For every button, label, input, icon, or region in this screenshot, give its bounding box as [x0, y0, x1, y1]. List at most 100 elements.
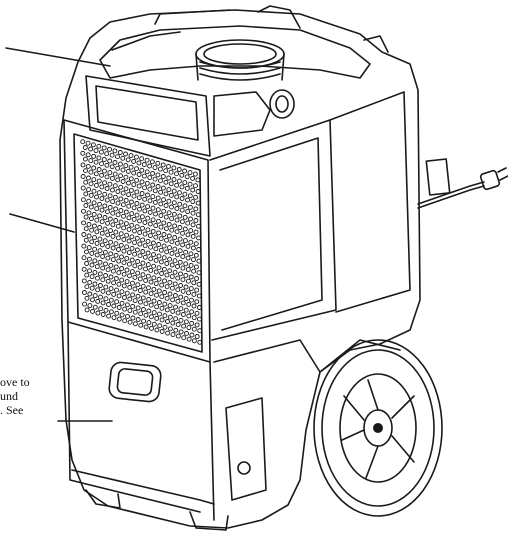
- grille-hole: [92, 235, 97, 241]
- unit-body-outline: [59, 9, 421, 529]
- grille-hole: [126, 238, 132, 244]
- grille-hole: [196, 305, 202, 310]
- grille-hole: [91, 153, 97, 159]
- grille-hole: [123, 174, 129, 180]
- grille-hole: [158, 247, 164, 253]
- grille-hole: [93, 171, 99, 177]
- grille-hole: [184, 330, 189, 336]
- grille-hole: [86, 210, 92, 216]
- grille-hole: [113, 206, 119, 212]
- grille-hole: [175, 322, 181, 327]
- grille-hole: [99, 172, 105, 178]
- grille-hole: [188, 251, 194, 257]
- grille-hole: [185, 220, 191, 226]
- grille-hole: [96, 155, 102, 161]
- grille-hole: [109, 175, 115, 181]
- grille-hole: [180, 242, 186, 248]
- grille-hole: [144, 157, 150, 163]
- grille-hole: [102, 191, 108, 197]
- grille-hole: [181, 323, 187, 329]
- grille-hole: [161, 220, 167, 226]
- grille-hole: [111, 315, 117, 321]
- grille-hole: [102, 249, 108, 255]
- grille-hole: [108, 262, 114, 268]
- grille-hole: [105, 232, 111, 238]
- grille-hole: [91, 200, 97, 206]
- grille-hole: [107, 146, 112, 152]
- grille-hole: [87, 291, 93, 297]
- grille-hole: [185, 255, 191, 261]
- grille-hole: [144, 169, 150, 175]
- grille-hole: [151, 321, 157, 327]
- grille-hole: [174, 206, 180, 211]
- grille-hole: [177, 236, 183, 242]
- grille-hole: [104, 162, 110, 168]
- grille-hole: [126, 261, 132, 267]
- grille-hole: [92, 281, 98, 287]
- grille-hole: [164, 284, 170, 290]
- grille-hole: [124, 267, 130, 273]
- grille-hole: [112, 183, 118, 189]
- grille-hole: [169, 204, 174, 210]
- grille-hole: [159, 294, 165, 300]
- grille-hole: [136, 172, 142, 177]
- grille-hole: [110, 268, 116, 274]
- grille-hole: [113, 241, 119, 247]
- grille-hole: [191, 338, 197, 344]
- grille-hole: [118, 208, 124, 213]
- grille-hole: [173, 327, 179, 333]
- grille-hole: [188, 286, 194, 292]
- grille-hole: [167, 303, 173, 309]
- grille-hole: [141, 318, 147, 324]
- grille-hole: [151, 310, 157, 316]
- grille-hole: [138, 311, 144, 317]
- grille-hole: [130, 292, 136, 298]
- grille-hole: [93, 148, 99, 154]
- grille-hole: [134, 212, 140, 218]
- grille-hole: [132, 240, 137, 246]
- grille-hole: [100, 265, 106, 271]
- grille-hole: [187, 193, 193, 199]
- grille-hole: [166, 187, 172, 193]
- grille-hole: [156, 242, 162, 247]
- callout-leader-1: [5, 47, 111, 67]
- grille-hole: [89, 262, 95, 268]
- grille-hole: [162, 313, 168, 319]
- grille-hole: [153, 246, 159, 252]
- grille-hole: [99, 161, 104, 167]
- grille-hole: [131, 158, 137, 164]
- callout-text-3: ove to und . See: [0, 375, 30, 417]
- callout-leader-2: [9, 213, 75, 233]
- grille-hole: [83, 214, 89, 220]
- grille-hole: [170, 308, 176, 314]
- grille-hole: [182, 180, 188, 186]
- grille-hole: [114, 299, 120, 305]
- grille-hole: [193, 264, 199, 270]
- grille-hole: [190, 245, 196, 251]
- grille-hole: [161, 232, 167, 237]
- grille-hole: [148, 314, 154, 320]
- grille-hole: [151, 263, 157, 269]
- grille-hole: [108, 286, 114, 292]
- grille-hole: [96, 190, 102, 196]
- grille-hole: [163, 168, 169, 174]
- grille-hole: [191, 326, 197, 332]
- grille-hole: [190, 222, 196, 228]
- grille-hole: [126, 250, 132, 256]
- grille-hole: [174, 182, 180, 188]
- grille-hole: [124, 290, 130, 296]
- grille-hole: [91, 223, 97, 229]
- grille-hole: [88, 181, 94, 187]
- grille-hole: [142, 196, 148, 202]
- grille-hole: [150, 182, 156, 188]
- grille-hole: [169, 274, 175, 280]
- grille-hole: [127, 319, 133, 325]
- grille-hole: [143, 266, 148, 272]
- grille-hole: [162, 301, 168, 307]
- grille-hole: [111, 291, 117, 297]
- grille-hole: [150, 194, 156, 200]
- grille-hole: [81, 243, 87, 249]
- grille-hole: [166, 163, 171, 169]
- grille-hole: [85, 140, 91, 146]
